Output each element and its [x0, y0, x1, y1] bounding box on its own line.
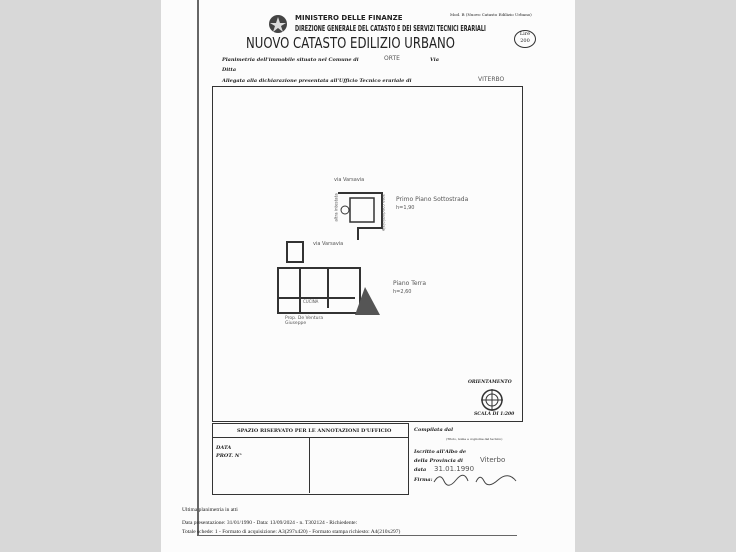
scale-label: SCALA DI 1:200: [474, 412, 515, 417]
bottom-rule: [197, 535, 517, 536]
signature: [433, 474, 517, 486]
office-reserved-title: SPAZIO RISERVATO PER LE ANNOTAZIONI D'UF…: [237, 428, 392, 434]
upper-floor-label: Primo Piano Sottostrada: [396, 196, 469, 203]
via-label: Via: [430, 57, 439, 63]
lower-street: via Varsavia: [313, 241, 344, 247]
side-left-label: altra intestata: [333, 193, 339, 222]
ministry-label: MINISTERO DELLE FINANZE: [295, 14, 403, 22]
upper-height: h=1,90: [396, 205, 415, 211]
emblem-icon: [269, 15, 287, 33]
registered-label: Iscritto all'Albo de: [414, 449, 467, 455]
direction-label: DIREZIONE GENERALE DEL CATASTO E DEI SER…: [295, 24, 486, 33]
side-right-label: area condominiale: [381, 193, 387, 232]
margin-line: [197, 0, 199, 535]
location-label: Planimetria dell'immobile situato nel Co…: [222, 57, 359, 63]
lower-floor-label: Piano Terra: [393, 280, 427, 287]
footer-line-1: Data presentazione: 31/01/1990 - Data: 1…: [182, 520, 358, 526]
owner-label: Ditta: [222, 67, 237, 73]
compass-icon: [481, 389, 503, 411]
last-plan-label: Ultima planimetria in atti: [182, 507, 238, 513]
office-label: Allegata alla dichiarazione presentata a…: [222, 78, 412, 84]
data-label: DATA: [216, 445, 232, 451]
footer-line-2: Totale schede: 1 - Formato di acquisizio…: [182, 529, 401, 535]
compiled-label: Compilata dal: [414, 427, 454, 433]
office-value: VITERBO: [478, 76, 505, 83]
orientation-label: ORIENTAMENTO: [468, 380, 512, 385]
municipality-value: ORTE: [384, 55, 400, 62]
office-box: [212, 423, 409, 495]
lower-height: h=2,60: [393, 289, 412, 295]
province-value: Viterbo: [480, 456, 506, 464]
upper-street: via Varsavia: [334, 177, 365, 183]
model-label: Mod. B (Nuovo Catasto Edilizio Urbano): [450, 12, 532, 17]
province-label: della Provincia di: [414, 458, 463, 464]
floor-plan-drawing: [277, 192, 383, 315]
date-value: 31.01.1990: [434, 465, 475, 473]
scanned-document: [161, 0, 575, 552]
neighbour-owner: Prop. De Ventura Giuseppe: [285, 316, 324, 326]
prot-label: PROT. N°: [216, 453, 242, 459]
compiled-note: (Titolo, nome e cognome del tecnico): [446, 437, 503, 441]
plan-frame: [212, 86, 523, 422]
document-title: NUOVO CATASTO EDILIZIO URBANO: [246, 34, 455, 52]
kitchen-label: CUCINA: [303, 299, 319, 304]
signature-label: Firma:: [414, 477, 433, 483]
date-label: data: [414, 467, 427, 473]
revenue-stamp: Lire 200: [514, 30, 536, 48]
